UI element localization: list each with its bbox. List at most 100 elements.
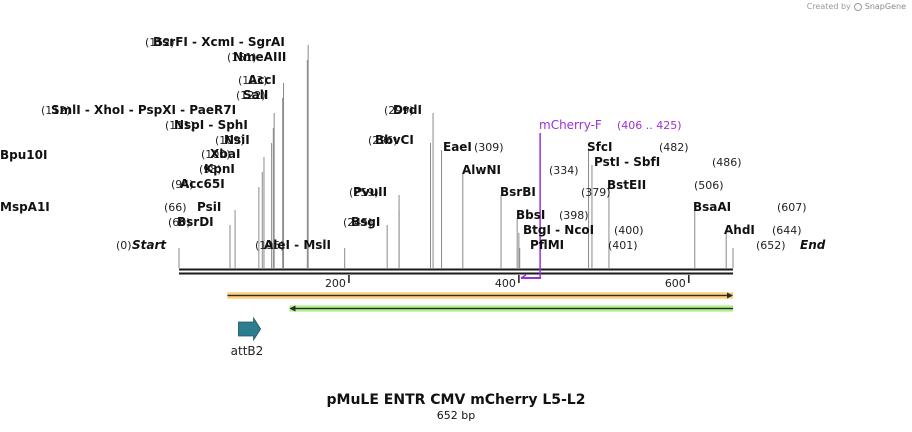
site-name: BbsI	[516, 208, 545, 222]
site-position: (398)	[559, 209, 589, 222]
site-name: MspA1I	[0, 200, 50, 214]
sequence-backbone	[179, 268, 733, 275]
restriction-site[interactable]: (486) PstI - SbfI	[594, 155, 742, 169]
site-name: NspI - SphI	[174, 118, 248, 132]
restriction-site[interactable]: (152)BsrFI - XcmI - SgrAI	[145, 35, 285, 49]
site-name: AccI	[248, 73, 276, 87]
site-position: (401)	[608, 239, 638, 252]
site-position: (66)	[164, 201, 187, 214]
restriction-site[interactable]: (398) BbsI	[516, 208, 589, 222]
site-name: PvuII	[353, 185, 387, 199]
credit: Created by SnapGene	[807, 2, 906, 11]
site-name: BstEII	[607, 178, 646, 192]
restriction-site[interactable]: MspA1I	[0, 200, 50, 214]
restriction-site[interactable]: (100)XbaI	[201, 147, 240, 161]
site-position: (195)	[255, 239, 285, 252]
ruler-tick-label: 600	[665, 277, 686, 290]
plasmid-title: pMuLE ENTR CMV mCherry L5-L2	[326, 392, 586, 408]
ruler-tick-label: 400	[495, 277, 516, 290]
site-position: (506)	[694, 179, 724, 192]
restriction-site[interactable]: (400) BtgI - NcoI	[523, 223, 644, 237]
plasmid-length: 652 bp	[436, 409, 476, 422]
site-position: (400)	[614, 224, 644, 237]
site-name: DrdI	[393, 103, 422, 117]
site-position: (259)	[349, 186, 379, 199]
site-position: (98)	[199, 163, 222, 176]
restriction-site[interactable]: (122)SalI	[236, 88, 268, 102]
site-name: BsgI	[351, 215, 380, 229]
forward-arrowhead-icon	[727, 292, 733, 299]
site-name: BsrFI - XcmI - SgrAI	[153, 35, 285, 49]
restriction-site[interactable]: (296)BbvCI	[368, 133, 414, 147]
site-name: Start	[132, 238, 167, 252]
restriction-site[interactable]: (379)BsrBI	[500, 185, 611, 199]
restriction-site[interactable]: (334)AlwNI	[462, 163, 579, 177]
site-position: (152)	[145, 36, 175, 49]
restriction-site[interactable]: (66)PsiI	[164, 200, 221, 214]
site-labels: (0)Start (652) End (60)BsrDI(66)PsiI (94)Acc…	[0, 35, 826, 252]
site-name: BsrDI	[177, 215, 214, 229]
site-position: (245)	[343, 216, 373, 229]
site-position: (122)	[236, 89, 266, 102]
restriction-site[interactable]: (111)NspI - SphI	[165, 118, 248, 132]
site-name: XbaI	[210, 147, 240, 161]
site-name: Bpu10I	[0, 148, 47, 162]
restriction-site[interactable]: (644) AhdI	[724, 223, 802, 237]
features: attB2	[227, 292, 734, 358]
restriction-site[interactable]: (60)BsrDI	[168, 215, 214, 229]
site-name: BsrBI	[500, 185, 536, 199]
snapgene-logo-icon	[853, 2, 862, 11]
primer-range: (406 .. 425)	[617, 119, 682, 132]
restriction-site[interactable]: (299)DrdI	[384, 103, 422, 117]
site-position: (644)	[772, 224, 802, 237]
site-name: KpnI	[204, 162, 235, 176]
site-position: (309)	[474, 141, 504, 154]
site-name: SalI	[243, 88, 268, 102]
title-block: pMuLE ENTR CMV mCherry L5-L2 652 bp	[0, 392, 912, 422]
restriction-site[interactable]: (245)BsgI	[343, 215, 380, 229]
leader-lines	[178, 45, 734, 268]
site-position: (111)	[165, 119, 195, 132]
site-name: BbvCI	[375, 133, 414, 147]
restriction-site[interactable]: (309)EaeI	[443, 140, 504, 154]
site-position: (100)	[201, 148, 231, 161]
primer-mcherry-f[interactable]: mCherry-F (406 .. 425)	[520, 118, 682, 279]
site-name: PstI - SbfI	[594, 155, 660, 169]
restriction-site[interactable]: (482) SfcI	[587, 140, 689, 154]
site-position: (334)	[549, 164, 579, 177]
site-position: (652)	[756, 239, 786, 252]
restriction-site[interactable]: (607)BsaAI	[693, 200, 807, 214]
restriction-site[interactable]: (94)Acc65I	[171, 177, 225, 191]
primer-arrow-icon	[520, 274, 527, 279]
primer-name: mCherry-F	[539, 118, 602, 132]
site-position: (482)	[659, 141, 689, 154]
site-name: AhdI	[724, 223, 755, 237]
site-name: Acc65I	[180, 177, 225, 191]
restriction-site[interactable]: (0)Start	[116, 238, 167, 252]
site-name: SfcI	[587, 140, 612, 154]
restriction-site[interactable]: (652) End	[756, 238, 826, 252]
site-position: (607)	[777, 201, 807, 214]
site-name: BtgI - NcoI	[523, 223, 594, 237]
site-name: End	[800, 238, 826, 252]
restriction-site[interactable]: (112)SmlI - XhoI - PspXI - PaeR7I	[41, 103, 236, 117]
site-name: NmeAIII	[233, 50, 286, 64]
credit-prefix: Created by	[806, 2, 851, 11]
site-position: (486)	[712, 156, 742, 169]
credit-brand: SnapGene	[864, 2, 906, 11]
restriction-site[interactable]: (195)AleI - MslI	[255, 238, 331, 252]
site-name: EaeI	[443, 140, 472, 154]
restriction-site[interactable]: (98)KpnI	[199, 162, 235, 176]
site-position: (123)	[238, 74, 268, 87]
attb2-arrow-icon[interactable]	[238, 316, 262, 342]
restriction-site[interactable]: (259)PvuII	[349, 185, 387, 199]
restriction-site[interactable]: (506) BstEII	[607, 178, 724, 192]
restriction-site[interactable]: (151)NmeAIII	[227, 50, 286, 64]
restriction-site[interactable]: (401)PflMI	[530, 238, 638, 252]
restriction-site[interactable]: Bpu10I	[0, 148, 47, 162]
restriction-site[interactable]: (123)AccI	[238, 73, 276, 87]
site-position: (0)	[116, 239, 132, 252]
restriction-site[interactable]: (109)NsiI	[215, 133, 250, 147]
